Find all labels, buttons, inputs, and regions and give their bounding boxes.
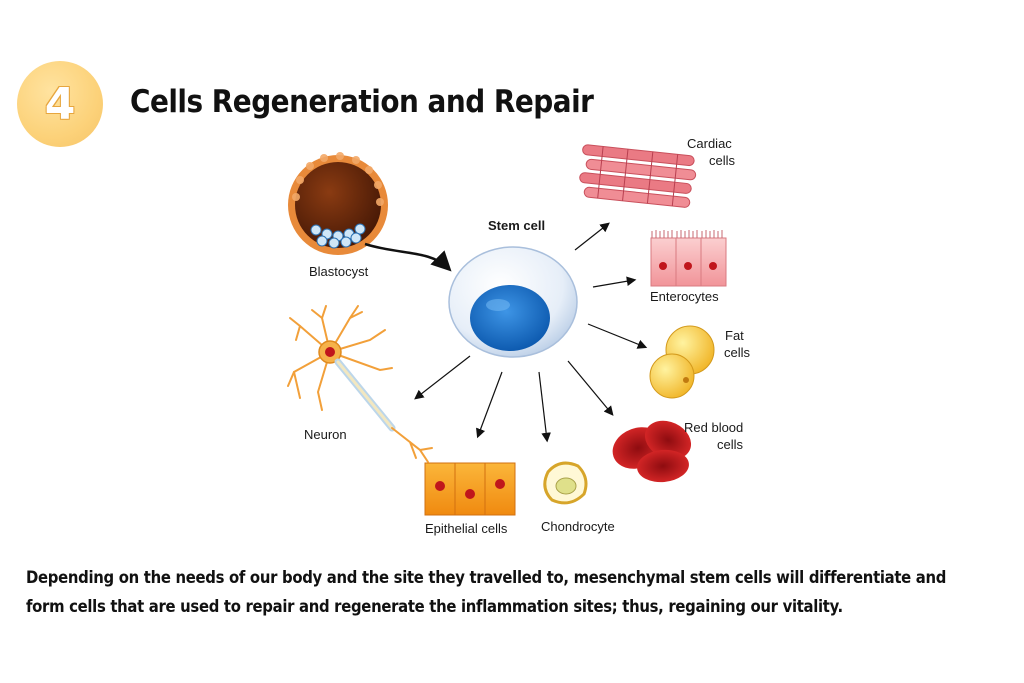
stem-cell-diagram bbox=[287, 144, 727, 516]
page-title: Cells Regeneration and Repair bbox=[130, 84, 594, 120]
step-number: 4 bbox=[44, 78, 76, 130]
epithelial-cells-illustration bbox=[424, 462, 516, 516]
chondrocyte-illustration bbox=[543, 461, 588, 505]
blastocyst-arrow bbox=[364, 242, 452, 272]
label-rbc-line1: Red blood bbox=[684, 420, 744, 435]
label-cardiac-line2: cells bbox=[709, 153, 736, 168]
label-cardiac-line1: Cardiac bbox=[687, 136, 732, 151]
step-number-badge: 4 bbox=[17, 61, 103, 147]
label-chondrocyte: Chondrocyte bbox=[541, 519, 615, 534]
neuron-illustration bbox=[287, 305, 433, 463]
label-fat-line1: Fat bbox=[725, 328, 744, 343]
label-epithelial: Epithelial cells bbox=[425, 521, 508, 536]
description-paragraph: Depending on the needs of our body and t… bbox=[26, 563, 1006, 621]
label-fat-line2: cells bbox=[724, 345, 751, 360]
blastocyst-illustration bbox=[288, 152, 388, 255]
differentiation-arrows bbox=[414, 222, 648, 443]
cardiac-cells-illustration bbox=[579, 144, 697, 208]
description-line-1: Depending on the needs of our body and t… bbox=[26, 568, 947, 587]
enterocytes-illustration bbox=[650, 230, 727, 287]
fat-cells-illustration bbox=[649, 325, 715, 399]
label-neuron: Neuron bbox=[304, 427, 347, 442]
label-rbc-line2: cells bbox=[717, 437, 744, 452]
label-stem-cell: Stem cell bbox=[488, 218, 546, 233]
red-blood-cells-illustration bbox=[612, 420, 692, 483]
label-enterocytes: Enterocytes bbox=[650, 289, 719, 304]
description-line-2: form cells that are used to repair and r… bbox=[26, 597, 843, 616]
stem-cell-illustration bbox=[448, 246, 578, 358]
label-blastocyst: Blastocyst bbox=[309, 264, 369, 279]
